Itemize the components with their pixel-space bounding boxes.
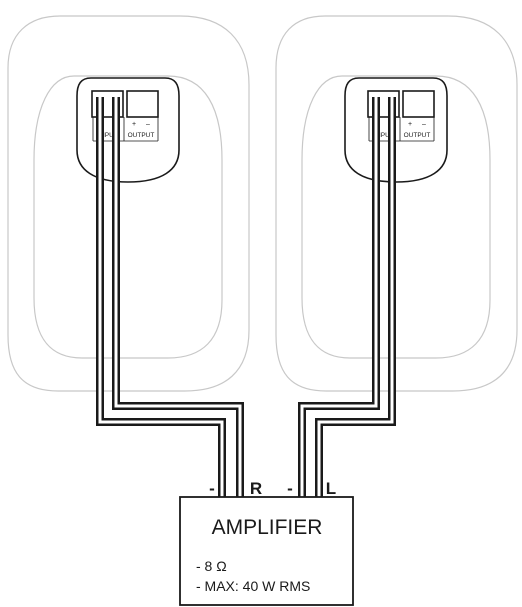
speaker-left: + – INPUT OUTPUT — [7, 15, 250, 392]
speaker-right-output-label: OUTPUT — [404, 132, 431, 139]
amplifier: AMPLIFIER - 8 Ω - MAX: 40 W RMS — [179, 496, 354, 606]
right-minus-label: - — [209, 479, 215, 498]
amplifier-spec-impedance: - 8 Ω — [196, 558, 227, 574]
speaker-right-output-jack — [402, 90, 435, 118]
speaker-right: + – INPUT OUTPUT — [275, 15, 518, 392]
speaker-left-input-label: INPUT — [98, 132, 118, 139]
left-channel-label: L — [326, 479, 336, 498]
amplifier-spec-power: - MAX: 40 W RMS — [196, 578, 310, 594]
cable-left-channel — [298, 97, 396, 497]
speaker-left-output-jack — [126, 90, 159, 118]
amplifier-title: AMPLIFIER — [212, 516, 323, 539]
speaker-right-inner-outline — [301, 75, 491, 359]
right-channel-label: R — [250, 479, 262, 498]
left-minus-label: - — [287, 479, 293, 498]
amplifier-box — [179, 496, 354, 606]
speaker-right-input-label: INPUT — [374, 132, 394, 139]
speaker-right-output-plus: + — [408, 121, 412, 128]
speaker-left-output-minus: – — [146, 121, 150, 128]
cable-right-channel — [96, 97, 244, 497]
speaker-right-output-minus: – — [422, 121, 426, 128]
speaker-left-output-plus: + — [132, 121, 136, 128]
speaker-left-outer-outline — [7, 15, 250, 392]
speaker-left-output-label: OUTPUT — [128, 132, 155, 139]
speaker-right-outer-outline — [275, 15, 518, 392]
speaker-left-inner-outline — [33, 75, 223, 359]
